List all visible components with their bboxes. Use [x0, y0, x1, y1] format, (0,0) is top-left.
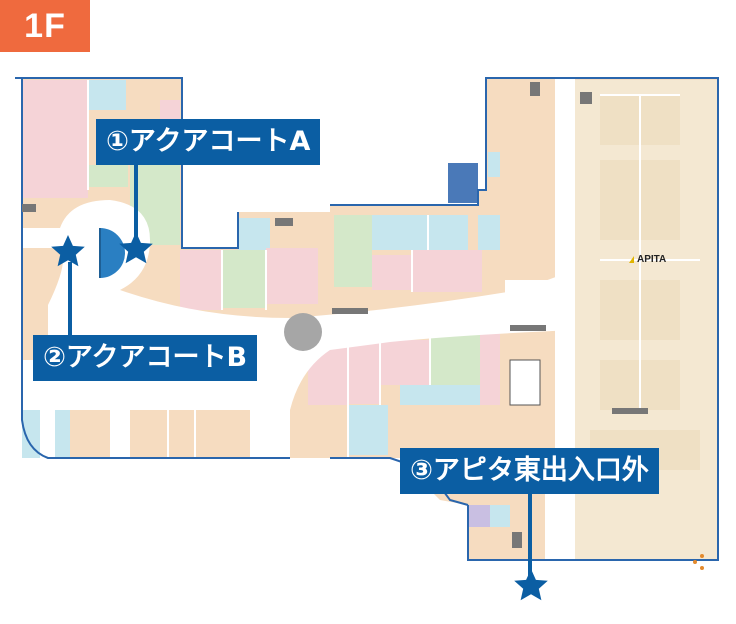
star-icon[interactable] — [514, 569, 548, 601]
shop-dividers — [87, 80, 700, 458]
star-icon[interactable] — [119, 232, 153, 264]
stairs-icon — [22, 82, 648, 548]
location-stars — [51, 232, 548, 601]
central-plaza — [284, 313, 322, 351]
apita-brand-text: APITA — [637, 254, 667, 265]
callout-apita-east-exit[interactable]: ③アピタ東出入口外 — [400, 448, 659, 494]
restroom-icon — [693, 554, 704, 570]
middle-shops — [180, 105, 562, 310]
aqua-court-feature — [99, 228, 125, 278]
floor-label: 1F — [24, 6, 66, 45]
star-icon[interactable] — [51, 235, 85, 267]
apita-store-label: APITA — [629, 254, 666, 265]
building-outline — [15, 77, 719, 561]
floor-badge: 1F — [0, 0, 90, 52]
callout-aqua-court-a[interactable]: ①アクアコートA — [96, 119, 321, 165]
apita-logo-icon — [629, 256, 634, 263]
callout-aqua-court-b[interactable]: ②アクアコートB — [33, 335, 258, 381]
